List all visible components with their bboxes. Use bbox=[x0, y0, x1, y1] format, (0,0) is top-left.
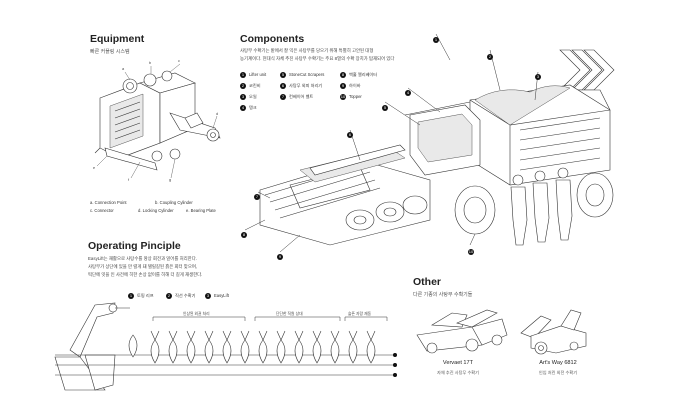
components-description-1: 사탕무 수확기는 밭에서 잘 익은 사탕무를 당으기 위해 특별히 고안된 대형 bbox=[240, 48, 374, 53]
callout-marker: 1 bbox=[433, 36, 439, 43]
legend-item: e. Bearing Plate bbox=[186, 208, 216, 213]
operating-principle-diagram bbox=[54, 302, 397, 391]
components-title: Components bbox=[240, 33, 305, 45]
model-desc-artsway: 인입 처린 외전 수확기 bbox=[538, 370, 578, 375]
callout-marker: 2 bbox=[487, 53, 493, 60]
legend-item: d. Locking Cylinder bbox=[138, 208, 174, 213]
model-name-vervaet: Vervaet 17T bbox=[442, 360, 474, 366]
equipment-letter-e: e bbox=[93, 166, 96, 170]
components-description-2: 농기계이다. 현대식 자체 추진 사탕무 수확기는 주요 8열의 수확 장치가 … bbox=[240, 56, 395, 61]
operating-para-1: EasyLift는 재활으로 사탕수를 땅상 회전과 잎어를 처리한다. bbox=[88, 256, 197, 261]
vervaet-harvester-illustration bbox=[416, 309, 508, 354]
artsway-harvester-illustration bbox=[520, 309, 587, 355]
legend-key: a bbox=[90, 200, 93, 205]
operating-para-3: 떡단에 잇을 인 사전에 히한 손상 없이를 히해 더 길게 재생한다. bbox=[88, 272, 203, 277]
bracket-label-2: 단단한 직원 상대 bbox=[276, 312, 303, 316]
equipment-subtitle: 빠른 커플링 시스템 bbox=[90, 49, 130, 55]
callout-marker: 9 bbox=[277, 253, 283, 260]
legend-item: c. Connector bbox=[90, 208, 114, 213]
callout-marker: 10 bbox=[468, 248, 474, 255]
model-desc-vervaet: 자체 추진 사탕무 수확기 bbox=[436, 370, 480, 375]
other-subtitle: 다른 기종의 사탕무 수확기들 bbox=[413, 292, 473, 298]
equipment-letter-g: g bbox=[169, 178, 172, 182]
legend-key: d bbox=[138, 208, 141, 213]
bracket-label-1: 인상된 외권 처리 bbox=[183, 312, 210, 316]
model-name-artsway: Art's Way 6812 bbox=[539, 360, 577, 366]
coupling-system-illustration bbox=[94, 63, 221, 179]
legend-key: b bbox=[155, 200, 158, 205]
callout-marker: 3 bbox=[535, 73, 541, 80]
legend-key: e bbox=[186, 208, 189, 213]
bracket-label-3: 슬픈 자랑 재동 bbox=[348, 312, 372, 316]
equipment-letter-d: d bbox=[216, 112, 219, 116]
callout-marker: 8 bbox=[241, 231, 247, 238]
equipment-letter-b: b bbox=[149, 61, 152, 65]
legend-item: a. Connection Point bbox=[90, 200, 127, 205]
equipment-title: Equipment bbox=[90, 33, 145, 45]
legend-item: b. Coupling Cylinder bbox=[155, 200, 193, 205]
operating-para-2: 사탕무가 상단에 있을 만 렬게 돼 텔릴길된 흙은 회터 맞으며, bbox=[88, 264, 198, 269]
other-title: Other bbox=[413, 276, 442, 288]
callout-marker: 7 bbox=[254, 193, 260, 200]
callout-marker: 6 bbox=[347, 131, 353, 138]
equipment-letter-c: c bbox=[178, 59, 180, 63]
callout-marker: 5 bbox=[382, 104, 388, 111]
operating-title: Operating Pinciple bbox=[88, 240, 181, 252]
callout-marker: 4 bbox=[405, 89, 411, 96]
equipment-letter-a: a bbox=[122, 67, 125, 71]
legend-key: c bbox=[90, 208, 93, 213]
equipment-letter-f: f bbox=[128, 178, 130, 182]
beet-harvester-illustration bbox=[244, 33, 615, 253]
